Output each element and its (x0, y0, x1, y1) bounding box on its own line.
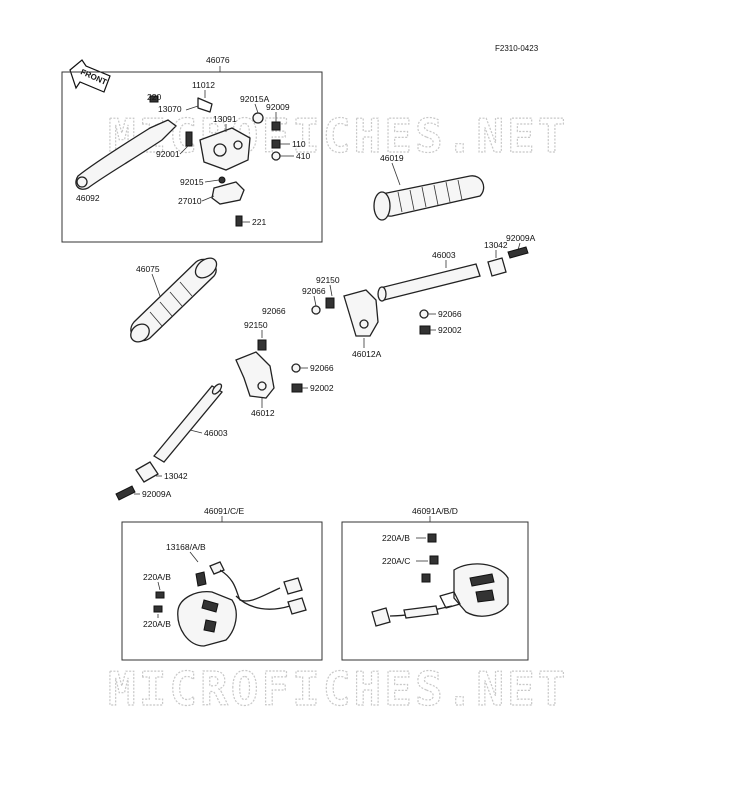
part-label: 220 (147, 92, 161, 102)
part-label: 92150 (244, 320, 268, 330)
watermark-bottom: MICROFICHES.NET (108, 662, 568, 716)
clutch-lever-icon (75, 119, 177, 190)
lower-holder-group: 92066 92150 46012 92066 92002 46003 1304… (115, 306, 334, 501)
part-label: 220A/B (143, 619, 171, 629)
front-arrow-icon: FRONT (69, 59, 111, 93)
part-label: 13168/A/B (166, 542, 206, 552)
washer-icon (419, 309, 429, 319)
part-label: 410 (296, 151, 310, 161)
part-label: 110 (292, 139, 306, 149)
screw-icon (421, 573, 431, 583)
part-label: 11012 (192, 80, 215, 90)
connector-icon (209, 561, 225, 575)
left-switch-housing-icon (177, 591, 237, 647)
part-label: 92002 (438, 325, 462, 335)
right-switch-housing-icon (453, 563, 509, 617)
bolt-icon (271, 139, 281, 149)
part-label: 46075 (136, 264, 160, 274)
part-label: 221 (252, 217, 266, 227)
connector-icon (287, 597, 307, 615)
screw-icon (429, 555, 439, 565)
washer-icon (311, 305, 321, 315)
part-label: 46091A/B/D (412, 506, 458, 516)
bolt-icon (185, 131, 193, 147)
connector-icon (283, 577, 303, 595)
switch-button-icon (475, 589, 495, 603)
washer-icon (291, 363, 301, 373)
washer-icon (252, 112, 264, 124)
connector-icon (371, 607, 391, 627)
handlebar-holder-icon (235, 351, 275, 399)
washer-icon (271, 151, 281, 161)
part-label: 92002 (310, 383, 334, 393)
screw-icon (427, 533, 437, 543)
wire-harness-icon (219, 569, 281, 602)
right-switch-box: 46091A/B/D 220A/B 220A/C (341, 506, 529, 661)
throttle-grip-icon (377, 175, 485, 217)
part-label: 92150 (316, 275, 340, 285)
part-label: 46076 (206, 55, 230, 65)
part-label: 92009A (142, 489, 172, 499)
part-label: 27010 (178, 196, 202, 206)
screw-icon (149, 95, 159, 103)
lever-assembly-box: 46076 46092 11012 220 13070 92015A 92009… (61, 55, 323, 243)
part-label: 46092 (76, 193, 100, 203)
figure-code: F2310-0423 (495, 44, 539, 53)
part-label: 220A/B (382, 533, 410, 543)
switch-bracket-icon (211, 181, 245, 205)
part-label: 92066 (438, 309, 462, 319)
part-label: 46091/C/E (204, 506, 244, 516)
part-label: 46012A (352, 349, 382, 359)
bar-end-weight-icon (487, 257, 507, 277)
screw-icon (218, 176, 226, 184)
wire-harness-icon (235, 595, 291, 610)
part-label: 13042 (484, 240, 508, 250)
part-label: 46019 (380, 153, 404, 163)
part-label: 46012 (251, 408, 275, 418)
bolt-icon (115, 485, 136, 501)
screw-icon (155, 591, 165, 599)
bolt-icon (419, 325, 431, 335)
part-label: 92015 (180, 177, 204, 187)
switch-button-icon (201, 599, 219, 613)
screw-icon (153, 605, 163, 613)
part-label: 220A/C (382, 556, 410, 566)
part-label: 220A/B (143, 572, 171, 582)
watermark-top: MICROFICHES.NET (108, 109, 568, 163)
part-label: 92066 (262, 306, 286, 316)
upper-handlebar-group: 92009A 13042 46003 92150 92066 46012A 92… (302, 233, 536, 359)
right-grip: 46019 (373, 153, 485, 221)
switch-clamp-icon (439, 591, 461, 609)
connector-icon (195, 571, 207, 587)
part-label: 92015A (240, 94, 270, 104)
bolt-icon (507, 246, 529, 259)
handlebar-holder-icon (343, 289, 379, 337)
screw-icon (235, 215, 243, 227)
lever-holder-icon (199, 127, 251, 171)
bolt-icon (325, 297, 335, 309)
switch-button-icon (203, 619, 217, 633)
pin-icon (197, 97, 213, 113)
part-label: 92001 (156, 149, 180, 159)
handlebar-tube-icon (379, 263, 481, 301)
part-label: 13042 (164, 471, 188, 481)
part-label: 46003 (204, 428, 228, 438)
bar-end-weight-icon (135, 461, 159, 483)
bolt-icon (291, 383, 303, 393)
part-label: 92066 (310, 363, 334, 373)
wire-sleeve-icon (403, 605, 439, 619)
nut-icon (271, 121, 281, 131)
left-switch-box: 46091/C/E 13168/A/B 220A/B 220A/B (121, 506, 323, 661)
switch-button-icon (469, 573, 495, 587)
part-label: 92066 (302, 286, 326, 296)
left-grip: 46075 (130, 257, 218, 343)
part-label: 46003 (432, 250, 456, 260)
part-label: 13070 (158, 104, 182, 114)
handlebar-tube-icon (153, 385, 223, 463)
part-label: 92009 (266, 102, 290, 112)
bolt-icon (257, 339, 267, 351)
part-label: 92009A (506, 233, 536, 243)
part-label: 13091 (213, 114, 237, 124)
